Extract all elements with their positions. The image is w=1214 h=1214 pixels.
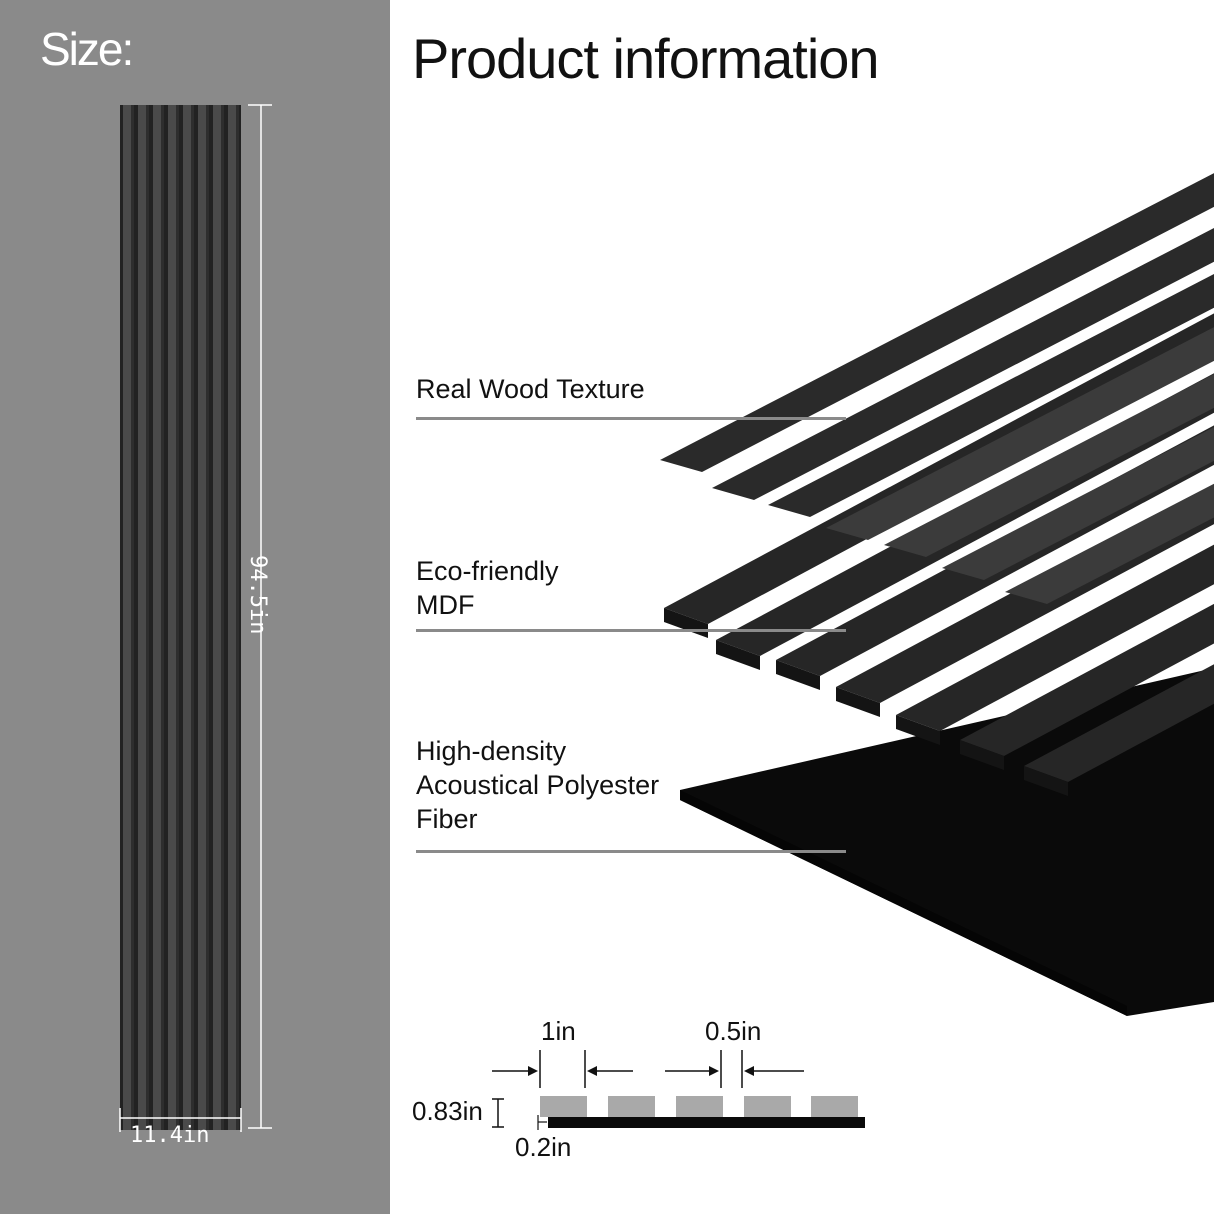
- panel-slat-shadow: [221, 105, 224, 1130]
- veneer-strip: [942, 427, 1214, 580]
- panel-slat: [183, 105, 194, 1130]
- arrowhead-icon: [528, 1066, 538, 1076]
- veneer-strip: [768, 274, 1214, 517]
- cross-section-slat: [676, 1096, 723, 1117]
- veneer-strip: [712, 228, 1214, 500]
- size-title: Size:: [40, 23, 134, 75]
- arrowhead-icon: [709, 1066, 719, 1076]
- panel-slat: [213, 105, 224, 1130]
- veneer-strip: [1005, 483, 1214, 604]
- panel-slat: [123, 105, 134, 1130]
- cross-section-slat: [540, 1096, 587, 1117]
- mdf-slat-end: [896, 715, 940, 745]
- layer-label-mdf: Eco-friendly MDF: [416, 554, 559, 622]
- mdf-slat-top: [664, 313, 1214, 624]
- layer-label-line: High-density: [416, 736, 567, 766]
- layer-label-line: Fiber: [416, 804, 478, 834]
- veneer-strips: [660, 173, 1214, 604]
- layer-leader-wood-texture: [416, 417, 846, 420]
- panel-slat: [168, 105, 179, 1130]
- layer-label-line: MDF: [416, 590, 475, 620]
- mdf-slat-top: [896, 544, 1214, 731]
- panel-slat: [138, 105, 149, 1130]
- dim-label-slat-width: 1in: [541, 1016, 576, 1046]
- mdf-slat-top: [960, 603, 1214, 756]
- panel-illustration: [119, 104, 272, 1132]
- panel-slat-shadow: [146, 105, 149, 1130]
- cross-section-slats: [540, 1096, 858, 1117]
- panel-slats: [123, 105, 239, 1130]
- panel-slat-shadow: [191, 105, 194, 1130]
- layer-leader-polyester-fiber: [416, 850, 846, 853]
- panel-slat-shadow: [131, 105, 134, 1130]
- panel-slat-shadow: [176, 105, 179, 1130]
- mdf-slat-top: [1024, 664, 1214, 782]
- cross-section-felt: [548, 1117, 865, 1128]
- dim-label-felt-thickness: 0.2in: [515, 1132, 572, 1162]
- layer-leader-mdf: [416, 629, 846, 632]
- product-info-title: Product information: [412, 27, 880, 90]
- cross-section-slat: [744, 1096, 791, 1117]
- cross-section-slat: [811, 1096, 858, 1117]
- arrowhead-icon: [744, 1066, 754, 1076]
- layer-label-line: Eco-friendly: [416, 556, 559, 586]
- layer-label-polyester-fiber: High-density Acoustical Polyester Fiber: [416, 734, 659, 836]
- panel-slat-shadow: [161, 105, 164, 1130]
- panel-slat: [153, 105, 164, 1130]
- veneer-strip: [826, 327, 1214, 540]
- dim-label-height: 0.83in: [412, 1096, 483, 1126]
- width-dimension-label: 11.4in: [130, 1123, 210, 1148]
- veneer-strip: [660, 173, 1214, 472]
- layer-label-wood-texture: Real Wood Texture: [416, 372, 645, 406]
- panel-slat-shadow: [236, 105, 239, 1130]
- panel-slat-shadow: [206, 105, 209, 1130]
- panel-slat: [228, 105, 239, 1130]
- arrowhead-icon: [587, 1066, 597, 1076]
- panel-slat: [198, 105, 209, 1130]
- layer-label-line: Acoustical Polyester: [416, 770, 660, 800]
- veneer-strip: [884, 374, 1214, 557]
- mdf-slat-end: [960, 740, 1004, 770]
- mdf-slat-end: [1024, 766, 1068, 796]
- layer-label-line: Real Wood Texture: [416, 374, 645, 404]
- mdf-slat-end: [836, 687, 880, 717]
- mdf-slat-end: [716, 640, 760, 670]
- cross-section-slat: [608, 1096, 655, 1117]
- acoustic-felt-edge: [680, 790, 1127, 1016]
- dim-label-gap-width: 0.5in: [705, 1016, 762, 1046]
- mdf-slat-end: [776, 660, 820, 690]
